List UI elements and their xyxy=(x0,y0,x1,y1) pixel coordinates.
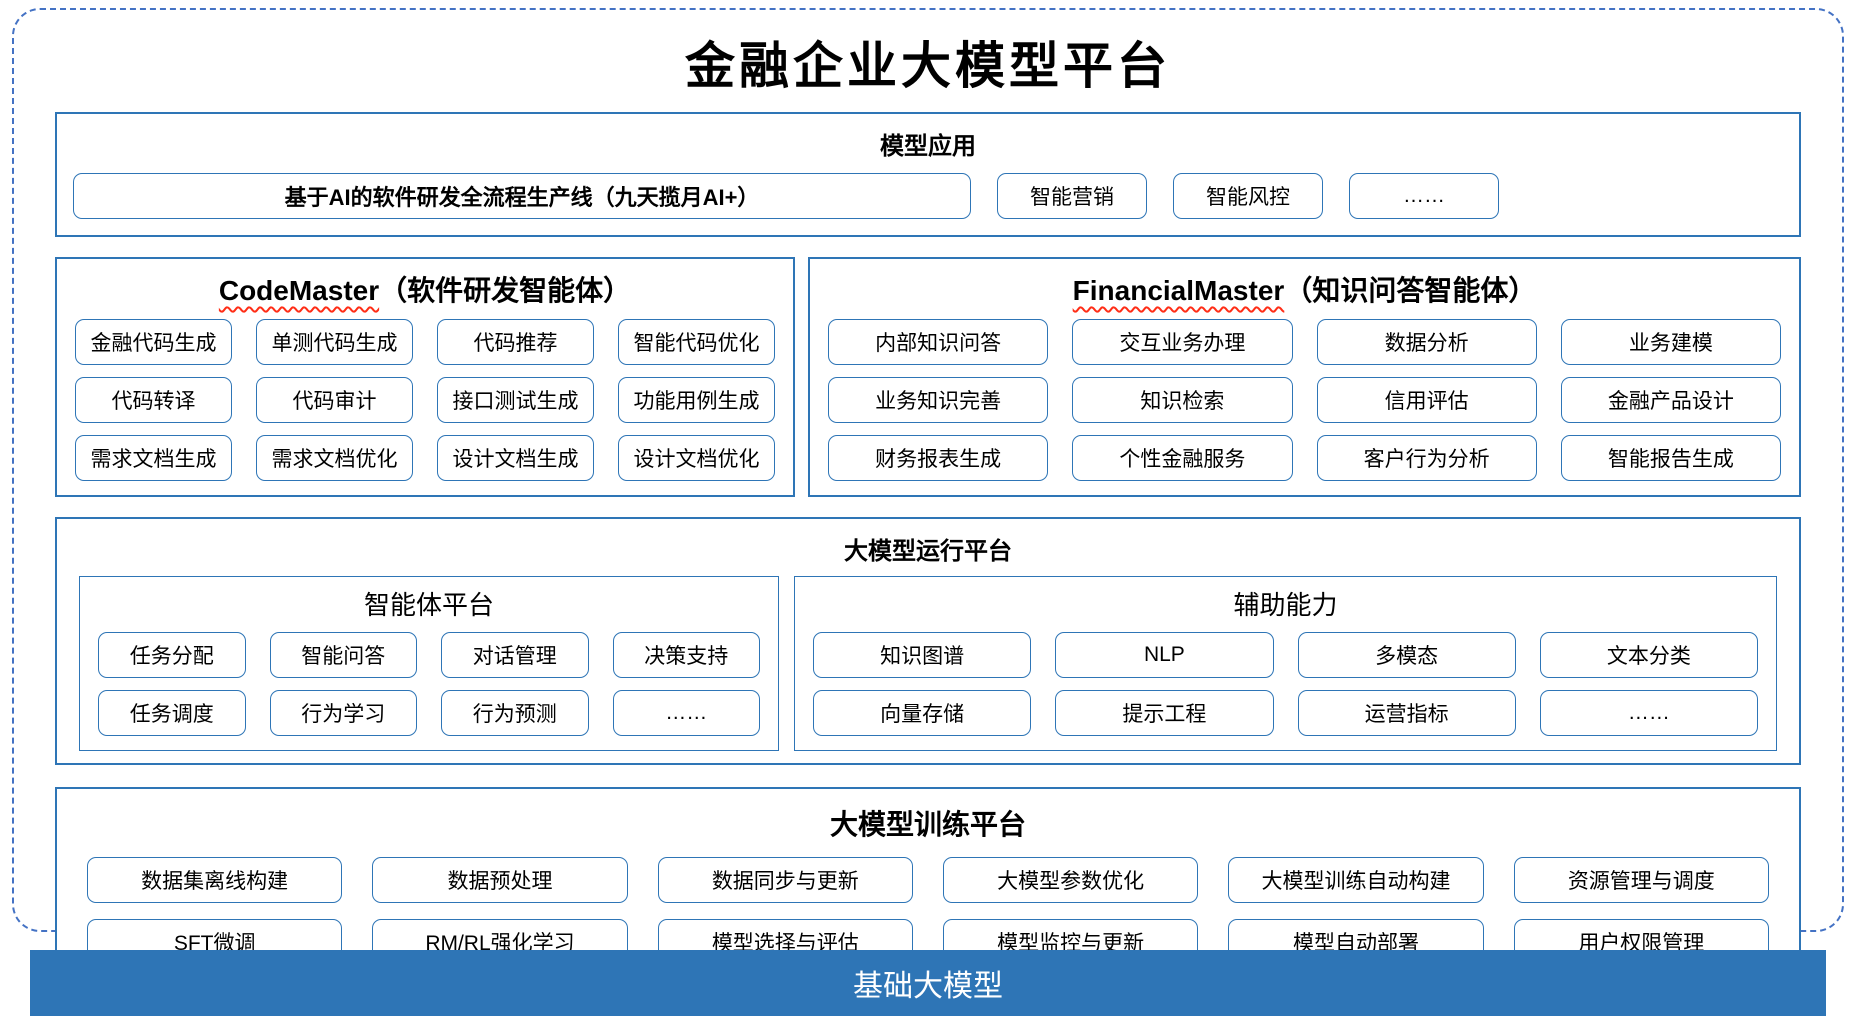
model-application-header: 模型应用 xyxy=(880,133,976,160)
capability-box: 接口测试生成 xyxy=(437,377,594,423)
aux-ability-header: 辅助能力 xyxy=(1233,590,1338,620)
codemaster-section: CodeMaster（软件研发智能体） 金融代码生成 单测代码生成 代码推荐 智… xyxy=(55,257,795,497)
aux-ability-panel: 辅助能力 知识图谱 NLP 多模态 文本分类 向量存储 提示工程 运营指标 …… xyxy=(794,576,1777,751)
capability-box: 代码推荐 xyxy=(437,319,594,365)
model-application-row: 基于AI的软件研发全流程生产线（九天揽月AI+） 智能营销 智能风控 …… xyxy=(67,171,1789,221)
financialmaster-header: FinancialMaster（知识问答智能体） xyxy=(810,269,1799,309)
capability-box: 文本分类 xyxy=(1539,632,1758,678)
capability-box: 决策支持 xyxy=(612,632,760,678)
capability-box: 运营指标 xyxy=(1297,690,1516,736)
app-box: 智能风控 xyxy=(1173,173,1323,219)
capability-box: 多模态 xyxy=(1297,632,1516,678)
capability-box: 数据分析 xyxy=(1316,319,1537,365)
agents-row: CodeMaster（软件研发智能体） 金融代码生成 单测代码生成 代码推荐 智… xyxy=(55,257,1801,497)
pipeline-box: 基于AI的软件研发全流程生产线（九天揽月AI+） xyxy=(73,173,971,219)
capability-box-ellipsis: …… xyxy=(1539,690,1758,736)
capability-box: 数据同步与更新 xyxy=(657,857,913,903)
capability-box: 任务分配 xyxy=(98,632,246,678)
capability-box: 信用评估 xyxy=(1316,377,1537,423)
capability-box: 代码审计 xyxy=(256,377,413,423)
codemaster-subtitle: （软件研发智能体） xyxy=(379,275,632,306)
capability-box: 行为预测 xyxy=(441,690,589,736)
capability-box: 智能代码优化 xyxy=(618,319,775,365)
capability-box: 需求文档优化 xyxy=(256,435,413,481)
financialmaster-section: FinancialMaster（知识问答智能体） 内部知识问答 交互业务办理 数… xyxy=(808,257,1801,497)
capability-box: 个性金融服务 xyxy=(1072,435,1293,481)
capability-box: 知识检索 xyxy=(1072,377,1293,423)
capability-box: 单测代码生成 xyxy=(256,319,413,365)
capability-box: 智能问答 xyxy=(269,632,417,678)
app-box: 智能营销 xyxy=(997,173,1147,219)
capability-box: 内部知识问答 xyxy=(828,319,1049,365)
diagram-content: 金融企业大模型平台 模型应用 基于AI的软件研发全流程生产线（九天揽月AI+） … xyxy=(55,18,1801,985)
runtime-platform-header: 大模型运行平台 xyxy=(844,538,1012,565)
capability-box: 大模型参数优化 xyxy=(942,857,1199,903)
capability-box: 业务知识完善 xyxy=(828,377,1049,423)
capability-box: 知识图谱 xyxy=(813,632,1032,678)
aux-ability-grid: 知识图谱 NLP 多模态 文本分类 向量存储 提示工程 运营指标 …… xyxy=(795,632,1776,736)
capability-box: 设计文档生成 xyxy=(437,435,594,481)
app-box-ellipsis: …… xyxy=(1349,173,1499,219)
model-application-section: 模型应用 基于AI的软件研发全流程生产线（九天揽月AI+） 智能营销 智能风控 … xyxy=(55,112,1801,237)
capability-box: 交互业务办理 xyxy=(1072,319,1293,365)
foundation-model-label: 基础大模型 xyxy=(853,970,1003,1003)
capability-box: 数据预处理 xyxy=(372,857,628,903)
capability-box: 资源管理与调度 xyxy=(1513,857,1769,903)
capability-box: 设计文档优化 xyxy=(618,435,775,481)
financialmaster-grid: 内部知识问答 交互业务办理 数据分析 业务建模 业务知识完善 知识检索 信用评估… xyxy=(810,319,1799,481)
runtime-platform-section: 大模型运行平台 智能体平台 任务分配 智能问答 对话管理 决策支持 任务调度 行… xyxy=(55,517,1801,765)
codemaster-header: CodeMaster（软件研发智能体） xyxy=(57,269,793,309)
capability-box: 任务调度 xyxy=(98,690,246,736)
agent-platform-grid: 任务分配 智能问答 对话管理 决策支持 任务调度 行为学习 行为预测 …… xyxy=(80,632,778,736)
capability-box: 金融产品设计 xyxy=(1560,377,1781,423)
capability-box: NLP xyxy=(1055,632,1274,678)
foundation-model-bar: 基础大模型 xyxy=(30,950,1826,1016)
agent-platform-header: 智能体平台 xyxy=(363,590,494,620)
capability-box: 代码转译 xyxy=(75,377,232,423)
training-platform-header: 大模型训练平台 xyxy=(829,809,1026,840)
capability-box: 需求文档生成 xyxy=(75,435,232,481)
financialmaster-name: FinancialMaster xyxy=(1072,275,1285,306)
capability-box: 智能报告生成 xyxy=(1560,435,1781,481)
codemaster-grid: 金融代码生成 单测代码生成 代码推荐 智能代码优化 代码转译 代码审计 接口测试… xyxy=(57,319,793,481)
training-grid: 数据集离线构建 数据预处理 数据同步与更新 大模型参数优化 大模型训练自动构建 … xyxy=(67,857,1789,965)
capability-box: 业务建模 xyxy=(1560,319,1781,365)
capability-box: 财务报表生成 xyxy=(828,435,1049,481)
capability-box: 提示工程 xyxy=(1055,690,1274,736)
agent-platform-panel: 智能体平台 任务分配 智能问答 对话管理 决策支持 任务调度 行为学习 行为预测… xyxy=(79,576,779,751)
capability-box: 对话管理 xyxy=(441,632,589,678)
capability-box: 功能用例生成 xyxy=(618,377,775,423)
capability-box: 行为学习 xyxy=(269,690,417,736)
codemaster-name: CodeMaster xyxy=(218,275,380,306)
capability-box: 大模型训练自动构建 xyxy=(1228,857,1484,903)
financialmaster-subtitle: （知识问答智能体） xyxy=(1284,275,1537,306)
runtime-row: 智能体平台 任务分配 智能问答 对话管理 决策支持 任务调度 行为学习 行为预测… xyxy=(67,576,1789,751)
capability-box: 数据集离线构建 xyxy=(87,857,343,903)
capability-box: 向量存储 xyxy=(813,690,1032,736)
capability-box: 金融代码生成 xyxy=(75,319,232,365)
capability-box-ellipsis: …… xyxy=(612,690,760,736)
capability-box: 客户行为分析 xyxy=(1316,435,1537,481)
page-title: 金融企业大模型平台 xyxy=(685,36,1171,95)
